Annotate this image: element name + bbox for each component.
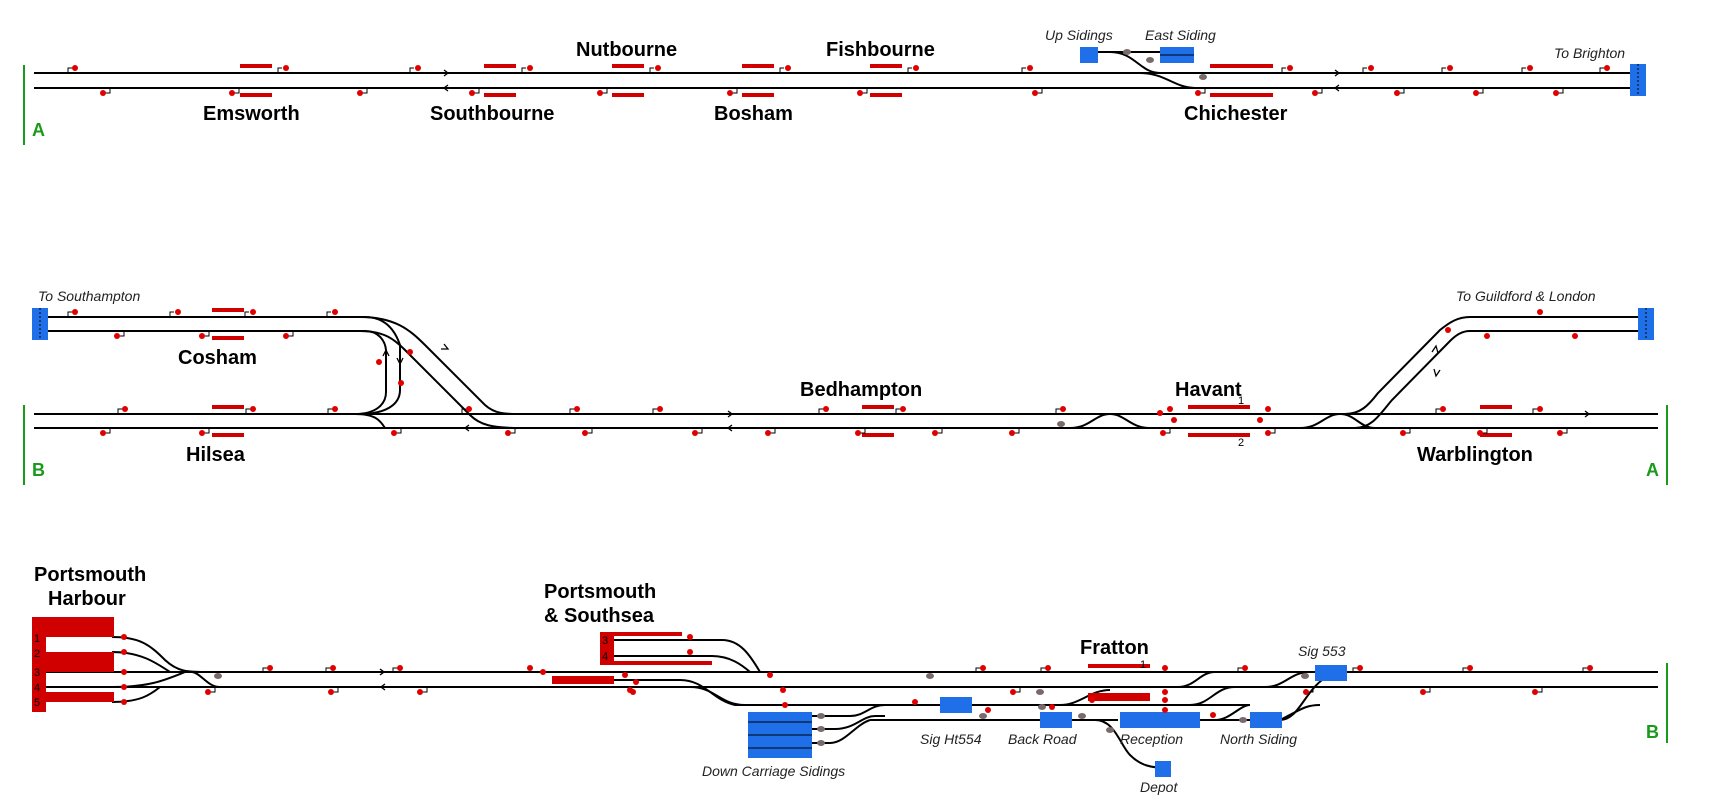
ph-platform-4: 4	[34, 682, 40, 694]
connector-a-label: A	[32, 120, 45, 140]
ph-platform-5: 5	[34, 697, 40, 709]
row-2-platforms	[212, 308, 1512, 437]
station-fishbourne: Fishbourne	[826, 39, 935, 61]
havant-platform-2: 2	[1238, 437, 1244, 449]
label-to-southampton: To Southampton	[38, 288, 140, 304]
station-bedhampton: Bedhampton	[800, 379, 922, 401]
depot-box	[1155, 761, 1171, 777]
row-3-connector: B	[1646, 663, 1668, 743]
station-nutbourne: Nutbourne	[576, 39, 677, 61]
ph-platform-2: 2	[34, 648, 40, 660]
back-road-box	[1040, 712, 1072, 728]
station-hilsea: Hilsea	[186, 444, 246, 466]
ps-platform-4: 4	[602, 651, 608, 663]
havant-platform-1: 1	[1238, 395, 1244, 407]
row-1-platforms	[240, 64, 1273, 97]
row-1-direction-arrows	[442, 69, 1341, 92]
row-3-signals	[121, 634, 1593, 746]
row-3-fringe-boxes	[748, 665, 1347, 777]
sig-553-box	[1315, 665, 1347, 681]
up-sidings-box	[1080, 47, 1098, 63]
station-chichester: Chichester	[1184, 103, 1288, 125]
row-2-connectors: B A	[23, 405, 1668, 485]
connector-b-label: B	[32, 460, 45, 480]
ps-platform-3: 3	[602, 635, 608, 647]
row-2-tracks	[34, 316, 1658, 429]
row-3-platforms	[32, 617, 1150, 712]
label-east-siding: East Siding	[1145, 27, 1216, 43]
label-reception: Reception	[1120, 731, 1183, 747]
station-southbourne: Southbourne	[430, 103, 554, 125]
row-1-signals	[67, 49, 1610, 96]
row-2-fringe-boxes	[32, 308, 1654, 340]
row-1-connector-left: A	[23, 65, 45, 145]
row-2-direction-arrows	[382, 343, 1591, 432]
row-3-labels: Portsmouth Harbour Portsmouth & Southsea…	[34, 564, 1346, 795]
station-emsworth: Emsworth	[203, 103, 300, 125]
label-down-carriage-sidings: Down Carriage Sidings	[702, 763, 845, 779]
row-2-labels: Cosham Hilsea Bedhampton Havant Warbling…	[38, 288, 1596, 466]
label-north-siding: North Siding	[1220, 731, 1297, 747]
label-to-guildford-london: To Guildford & London	[1456, 288, 1596, 304]
row-2-signals	[67, 309, 1578, 436]
station-portsmouth-southsea-line2: & Southsea	[544, 605, 655, 627]
sig-ht554-box	[940, 697, 972, 713]
label-sig-553: Sig 553	[1298, 643, 1346, 659]
label-up-sidings: Up Sidings	[1045, 27, 1113, 43]
station-portsmouth-southsea-line1: Portsmouth	[544, 581, 656, 603]
station-portsmouth-harbour-line2: Harbour	[48, 588, 126, 610]
station-portsmouth-harbour-line1: Portsmouth	[34, 564, 146, 586]
label-sig-ht554: Sig Ht554	[920, 731, 982, 747]
connector-b-right-label: B	[1646, 722, 1659, 742]
station-havant: Havant	[1175, 379, 1242, 401]
station-cosham: Cosham	[178, 347, 257, 369]
row-1-fringe-boxes	[1080, 47, 1646, 96]
label-back-road: Back Road	[1008, 731, 1078, 747]
station-fratton: Fratton	[1080, 637, 1149, 659]
row-3-tracks	[40, 636, 1658, 769]
ph-platform-3: 3	[34, 667, 40, 679]
station-warblington: Warblington	[1417, 444, 1533, 466]
connector-a-right-label: A	[1646, 460, 1659, 480]
ph-platform-1: 1	[34, 633, 40, 645]
row-3-direction-arrows	[379, 668, 386, 691]
label-to-brighton: To Brighton	[1554, 45, 1625, 61]
row-1-labels: Emsworth Nutbourne Southbourne Fishbourn…	[203, 27, 1625, 125]
reception-box	[1120, 712, 1200, 728]
station-bosham: Bosham	[714, 103, 793, 125]
label-depot: Depot	[1140, 779, 1178, 795]
fratton-platform-1: 1	[1140, 659, 1146, 671]
north-siding-box	[1250, 712, 1282, 728]
